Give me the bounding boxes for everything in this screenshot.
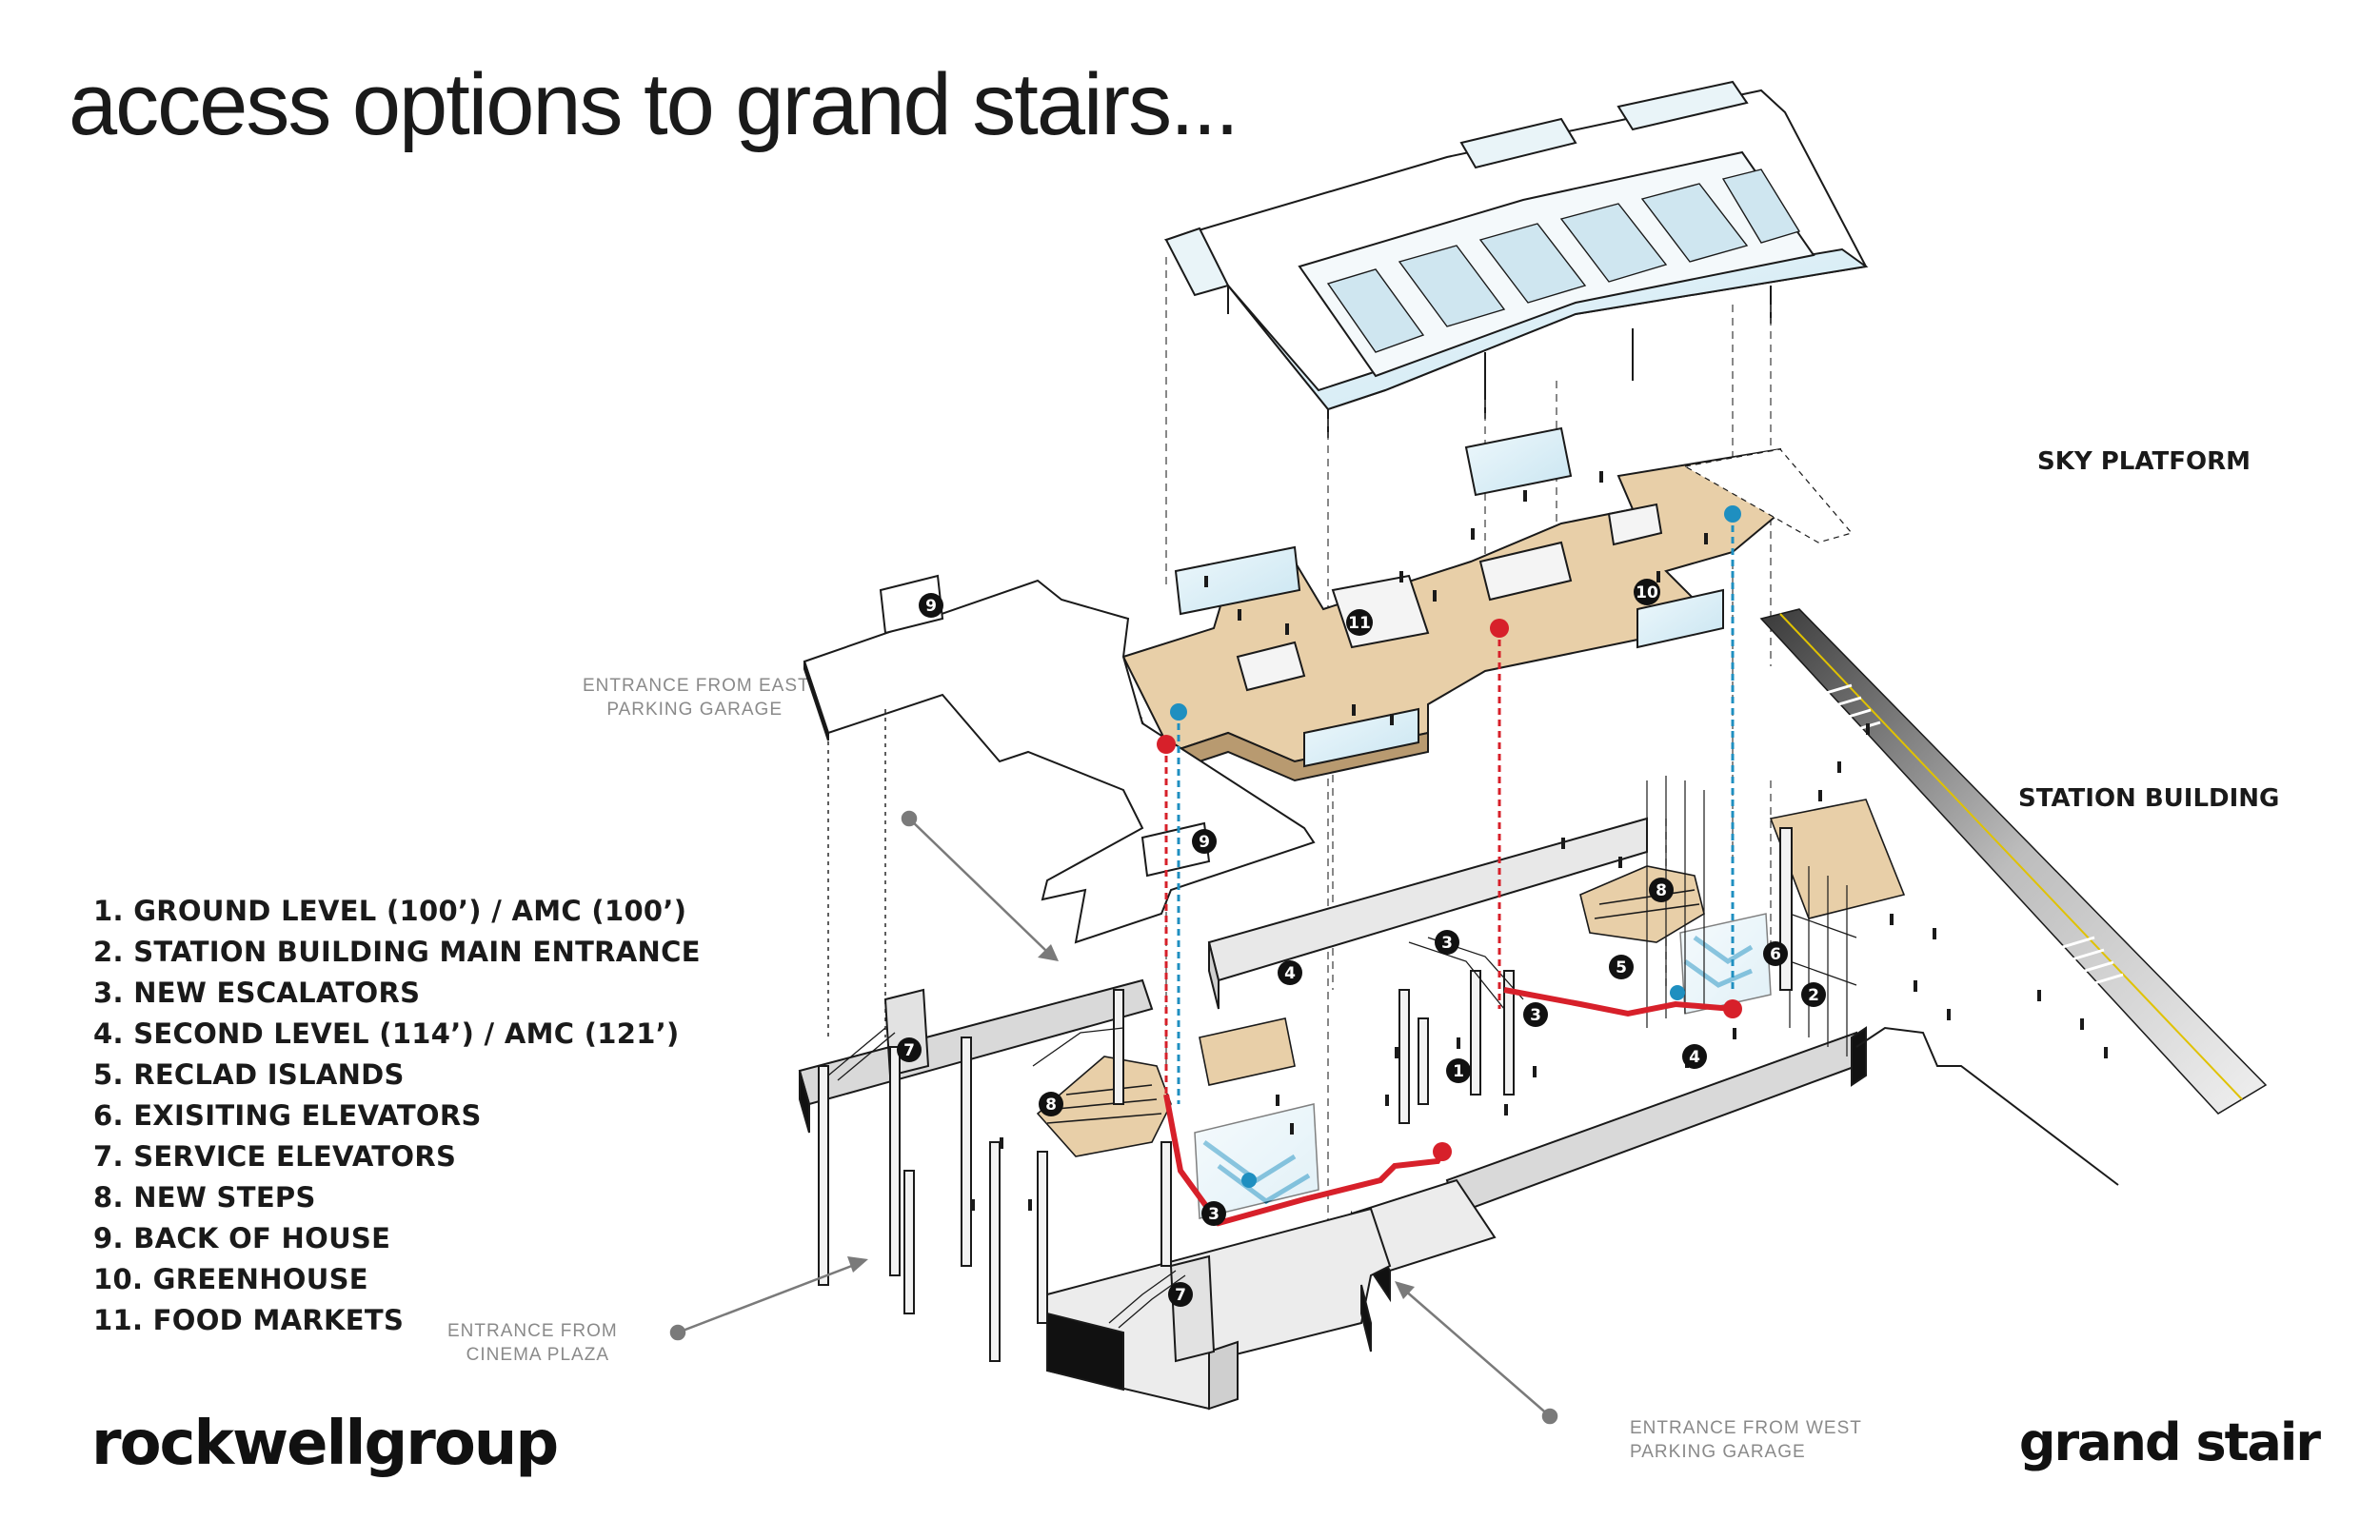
callout-markers: 1 2 3 3 3 4 4 5 6 7 7 8 8 9 9 10 11 (897, 579, 1826, 1307)
sky-platform (1041, 426, 1854, 782)
people-figures (971, 471, 2108, 1211)
svg-text:4: 4 (1689, 1048, 1700, 1067)
page-title: access options to grand stairs... (69, 56, 1240, 153)
arrow-cinema-entrance (669, 1256, 868, 1341)
marker-7a: 7 (897, 1037, 922, 1062)
svg-text:1: 1 (1453, 1062, 1464, 1081)
marker-8b: 8 (1649, 878, 1674, 902)
marker-2: 2 (1801, 982, 1826, 1007)
entrance-arrows (669, 810, 1558, 1425)
blue-route-nodes (1170, 505, 1741, 1188)
entrance-cinema-label: ENTRANCE FROM CINEMA PLAZA (447, 1321, 618, 1365)
marker-1: 1 (1446, 1058, 1471, 1083)
svg-text:3: 3 (1530, 1006, 1541, 1025)
marker-7b: 7 (1168, 1282, 1193, 1307)
service-stairs (827, 937, 1524, 1329)
columns (818, 827, 1793, 1362)
marker-3b: 3 (1523, 1002, 1548, 1027)
blue-access-route (1177, 514, 1735, 1104)
legend-item: 6. EXISITING ELEVATORS (93, 1099, 482, 1132)
back-of-house-upper (803, 574, 1316, 1037)
marker-4b: 4 (1682, 1044, 1707, 1069)
svg-text:3: 3 (1441, 934, 1453, 953)
svg-text:5: 5 (1616, 958, 1627, 977)
svg-text:4: 4 (1284, 964, 1296, 983)
svg-text:8: 8 (1656, 881, 1667, 900)
marker-10: 10 (1634, 579, 1660, 605)
marker-9a: 9 (919, 593, 943, 618)
legend-list: 1. GROUND LEVEL (100’) / AMC (100’) 2. S… (93, 891, 701, 1341)
sky-platform-label: SKY PLATFORM (2037, 447, 2251, 476)
entrance-west-label: ENTRANCE FROM WEST PARKING GARAGE (1630, 1418, 1862, 1462)
svg-text:11: 11 (1348, 614, 1371, 633)
legend-item: 11. FOOD MARKETS (93, 1304, 405, 1336)
legend-item: 4. SECOND LEVEL (114’) / AMC (121’) (93, 1017, 680, 1050)
arrow-east-entrance (901, 810, 1059, 961)
legend-item: 10. GREENHOUSE (93, 1263, 368, 1295)
red-route-nodes (1157, 619, 1742, 1161)
legend-item: 2. STATION BUILDING MAIN ENTRANCE (93, 936, 701, 968)
svg-text:8: 8 (1045, 1096, 1057, 1115)
svg-text:9: 9 (925, 597, 937, 616)
legend-item: 9. BACK OF HOUSE (93, 1222, 391, 1254)
svg-text:7: 7 (903, 1041, 915, 1060)
entrance-east-label: ENTRANCE FROM EAST PARKING GARAGE (583, 676, 810, 720)
new-steps (1036, 799, 1906, 1157)
road (1759, 608, 2268, 1186)
grand-stair-logo: grand stair (2018, 1412, 2321, 1472)
roof-canopy (1163, 80, 1869, 438)
marker-6: 6 (1763, 941, 1788, 966)
marker-5: 5 (1609, 955, 1634, 979)
marker-4a: 4 (1278, 960, 1302, 985)
arrow-west-entrance (1395, 1281, 1558, 1425)
svg-text:6: 6 (1770, 945, 1781, 964)
marker-8a: 8 (1039, 1092, 1063, 1116)
rockwellgroup-logo: rockwellgroup (91, 1409, 559, 1479)
legend-item: 8. NEW STEPS (93, 1181, 316, 1214)
marker-11: 11 (1346, 609, 1373, 636)
legend-item: 1. GROUND LEVEL (100’) / AMC (100’) (93, 895, 687, 927)
station-building-label: STATION BUILDING (2018, 784, 2280, 813)
red-access-route (1163, 628, 1734, 1227)
svg-text:10: 10 (1636, 583, 1658, 602)
marker-3c: 3 (1201, 1201, 1226, 1226)
legend-item: 7. SERVICE ELEVATORS (93, 1140, 457, 1173)
svg-text:3: 3 (1208, 1205, 1220, 1224)
station-building (798, 817, 1867, 1411)
svg-text:2: 2 (1808, 986, 1819, 1005)
legend-item: 5. RECLAD ISLANDS (93, 1058, 405, 1091)
marker-3a: 3 (1435, 930, 1459, 955)
svg-text:9: 9 (1199, 833, 1210, 852)
legend-item: 3. NEW ESCALATORS (93, 977, 421, 1009)
marker-9b: 9 (1192, 829, 1217, 854)
svg-text:7: 7 (1175, 1286, 1186, 1305)
